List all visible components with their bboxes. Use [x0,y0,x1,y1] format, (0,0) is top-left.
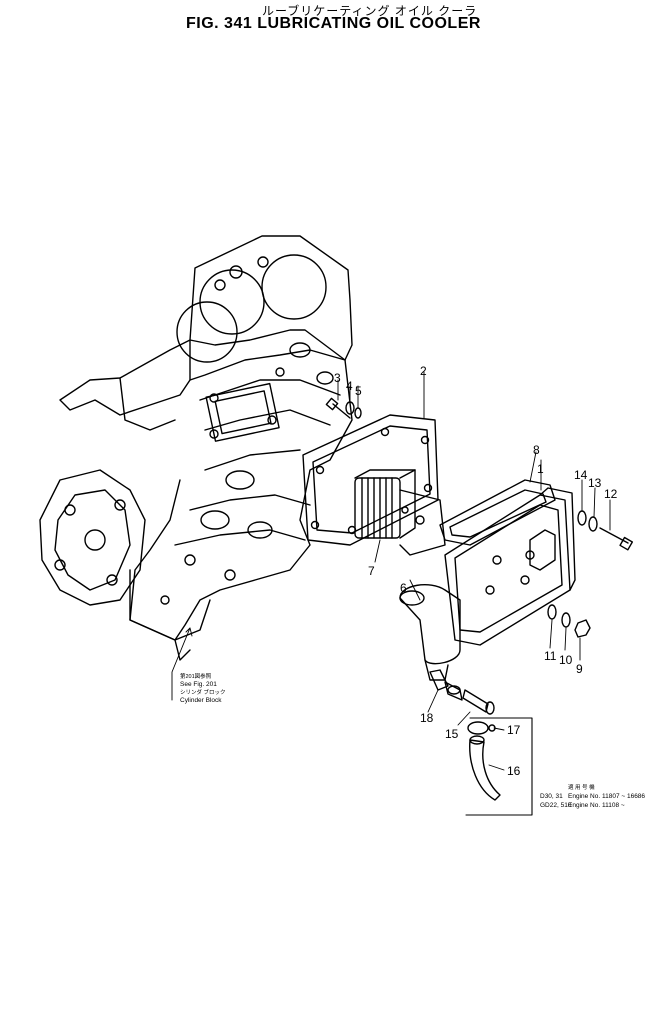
washer-13-drawing [588,516,598,532]
ref-note-name-jp: シリンダ ブロック [180,688,226,696]
applicability-note: 適 用 号 機 D30, 31 Engine No. 11807 ~ 16686… [540,783,645,809]
cylinder-block-drawing [39,235,353,661]
fitting-18-drawing [444,681,463,701]
callout-1: 1 [537,462,544,476]
ref-note-jp: 第201図参照 [180,672,212,680]
ref-note-name: Cylinder Block [180,697,222,704]
gasket-8-drawing [439,479,556,546]
callout-4: 4 [346,379,353,393]
cylinder-block-reference-note: 第201図参照 See Fig. 201 シリンダ ブロック Cylinder … [180,672,226,704]
applicability-model-1: D30, 31 [540,793,563,800]
callout-15: 15 [445,727,459,741]
washer-5-drawing [354,407,362,419]
callout-2: 2 [420,364,427,378]
callout-6: 6 [400,581,407,595]
washer-11-drawing [547,604,557,620]
cooler-core-7-drawing [354,469,446,556]
hose-16-drawing [469,735,501,801]
washer-10-drawing [561,612,571,628]
ref-note-see-fig: See Fig. 201 [180,681,217,688]
bolt-12-drawing [599,527,634,551]
callout-13: 13 [588,476,602,490]
fitting-15-drawing [462,689,495,715]
fastener-3-drawing [325,397,351,419]
figure-title: FIG. 341 LUBRICATING OIL COOLER [186,15,481,32]
applicability-header: 適 用 号 機 [568,783,595,791]
figure-title-japanese: ルーブリケーティング オイル クーラ [262,4,478,18]
callout-3: 3 [334,371,341,385]
callout-8: 8 [533,443,540,457]
callout-17: 17 [507,723,521,737]
applicability-engine-2: Engine No. 11108 ~ [568,802,625,809]
callout-7: 7 [368,564,375,578]
callout-14: 14 [574,468,588,482]
callout-5: 5 [355,384,362,398]
applicability-engine-1: Engine No. 11807 ~ 16686 [568,793,645,800]
cooler-cover-1-drawing [399,487,576,691]
callout-18: 18 [420,711,434,725]
callout-11: 11 [544,649,557,663]
applicability-bracket [465,717,533,816]
washer-14-drawing [577,510,587,526]
callout-16: 16 [507,764,521,778]
callout-12: 12 [604,487,618,501]
callout-10: 10 [559,653,573,667]
hose-clip-17-drawing [467,721,496,735]
applicability-model-2: GD22, 510 [540,802,572,809]
gasket-2-drawing [302,414,439,546]
nut-9-drawing [574,619,591,638]
callout-9: 9 [576,662,583,676]
